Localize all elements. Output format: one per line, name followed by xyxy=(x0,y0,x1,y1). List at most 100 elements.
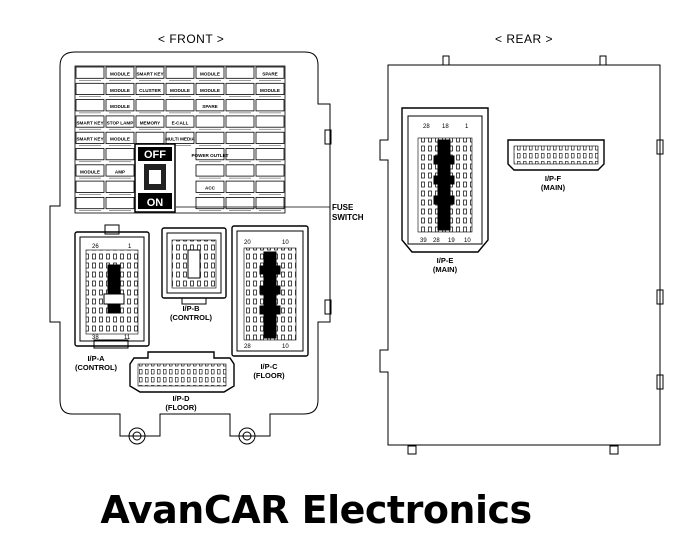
fuse-cell xyxy=(135,82,165,96)
fuse-label: MODULE xyxy=(260,88,280,93)
fuse-cell xyxy=(255,66,285,79)
ipe-label: I/P-E (MAIN) xyxy=(420,256,470,274)
fuse-switch-label-2: SWITCH xyxy=(332,213,364,222)
ipd-name: I/P-D xyxy=(172,394,190,403)
fuse-cell xyxy=(255,99,285,112)
fuse-cell xyxy=(225,99,255,112)
ipe-pin-tl: 28 xyxy=(423,124,430,130)
fuse-cell xyxy=(225,164,255,177)
fuse-label: SPARE xyxy=(262,72,278,77)
ipe-pin-bm: 28 xyxy=(433,238,440,244)
fuse-cell xyxy=(105,99,135,112)
fuse-cell xyxy=(165,82,195,96)
ipd-sub: (FLOOR) xyxy=(165,403,197,412)
brand-title: AvanCAR Electronics xyxy=(100,488,532,532)
ipf-label: I/P-F (MAIN) xyxy=(528,174,578,192)
fuse-cell xyxy=(75,115,105,128)
fuse-cell xyxy=(135,131,165,144)
fuse-label: MULTI MEDIA xyxy=(165,137,195,142)
fuse-cell xyxy=(75,164,105,177)
ipe-pin-tr: 1 xyxy=(465,124,469,130)
fuse-cell xyxy=(75,196,105,210)
fuse-label: AMP xyxy=(115,169,125,174)
front-housing xyxy=(49,51,332,445)
fuse-cell xyxy=(165,99,195,112)
fuse-cell xyxy=(105,148,135,161)
ipe-sub: (MAIN) xyxy=(432,265,458,274)
ipa-connector xyxy=(74,224,150,349)
fuse-panel xyxy=(74,65,286,214)
junction-box-diagram: MODULE SMART KEY MODULE SPARE MODULE CLUSTER M… xyxy=(49,51,664,455)
ipd-label: I/P-D (FLOOR) xyxy=(156,394,206,412)
fuse-label: MODULE xyxy=(110,88,130,93)
fuse-cell xyxy=(75,66,105,79)
fuse-cell xyxy=(105,115,135,128)
fuse-label: MEMORY xyxy=(140,120,161,125)
fuse-cell xyxy=(75,131,105,144)
ipa-pin-left: 26 xyxy=(92,244,99,250)
ipa-pin-br: 11 xyxy=(124,335,131,341)
ipa-name: I/P-A xyxy=(87,354,105,363)
ipe-pin-br: 10 xyxy=(464,238,471,244)
fuse-label: SMART KEY xyxy=(76,137,103,142)
fuse-cell xyxy=(225,148,255,161)
fuse-cell xyxy=(105,180,135,193)
fuse-cell xyxy=(75,180,105,193)
fuse-label: MODULE xyxy=(80,169,100,174)
fuse-cell xyxy=(165,115,195,128)
fuse-cell xyxy=(225,131,255,144)
ipa-pin-bl: 38 xyxy=(92,335,99,341)
ipa-pin-right: 1 xyxy=(128,244,132,250)
ipf-name: I/P-F xyxy=(544,174,562,183)
ipb-label: I/P-B (CONTROL) xyxy=(165,304,217,322)
ipa-label: I/P-A (CONTROL) xyxy=(70,354,122,372)
fuse-cell xyxy=(195,115,225,128)
fuse-label: MODULE xyxy=(110,137,130,142)
fuse-cell xyxy=(255,180,285,193)
ipe-name: I/P-E xyxy=(436,256,454,265)
fuse-cell xyxy=(75,99,105,112)
fuse-cell xyxy=(105,82,135,96)
fuse-cell xyxy=(255,196,285,210)
fuse-label: MODULE xyxy=(200,88,220,93)
fuse-switch-off-label: OFF xyxy=(144,149,166,161)
ipa-sub: (CONTROL) xyxy=(74,363,118,372)
fuse-cell xyxy=(255,164,285,177)
fuse-label: STOP LAMP xyxy=(107,120,134,125)
ipe-pin-bc: 19 xyxy=(448,238,455,244)
fuse-cell xyxy=(225,82,255,96)
fuse-cell xyxy=(135,99,165,112)
fuse-label: MODULE xyxy=(110,72,130,77)
fuse-label: SMART KEY xyxy=(76,120,103,125)
fuse-cell xyxy=(135,115,165,128)
fuse-cell xyxy=(195,148,225,161)
ipc-pin-tl: 20 xyxy=(244,240,251,246)
fuse-cell xyxy=(195,196,225,210)
fuse-label: MODULE xyxy=(110,104,130,109)
fuse-cell xyxy=(255,115,285,128)
fuse-cell xyxy=(195,66,225,79)
fuse-cell xyxy=(195,164,225,177)
fuse-cell xyxy=(105,164,135,177)
ipe-connector xyxy=(401,107,489,253)
fuse-cell xyxy=(165,66,195,79)
fuse-label: ACC xyxy=(205,186,216,191)
fuse-cell xyxy=(225,115,255,128)
fuse-label: E-CALL xyxy=(172,120,189,125)
fuse-cell xyxy=(255,148,285,161)
fuse-cell xyxy=(105,131,135,144)
fuse-cell xyxy=(255,131,285,144)
fuse-cell xyxy=(225,66,255,79)
ipe-pin-bl: 39 xyxy=(420,238,427,244)
ipb-sub: (CONTROL) xyxy=(169,313,213,322)
fuse-cell xyxy=(225,196,255,210)
fuse-switch[interactable] xyxy=(134,143,176,213)
ipb-name: I/P-B xyxy=(182,304,200,313)
fuse-cell xyxy=(165,131,195,144)
fuse-cell xyxy=(105,196,135,210)
fuse-cell xyxy=(75,148,105,161)
fuse-cell xyxy=(195,180,225,193)
fuse-label: MODULE xyxy=(170,88,190,93)
ipd-connector xyxy=(129,351,235,393)
fuse-label: CLUSTER xyxy=(139,88,161,93)
